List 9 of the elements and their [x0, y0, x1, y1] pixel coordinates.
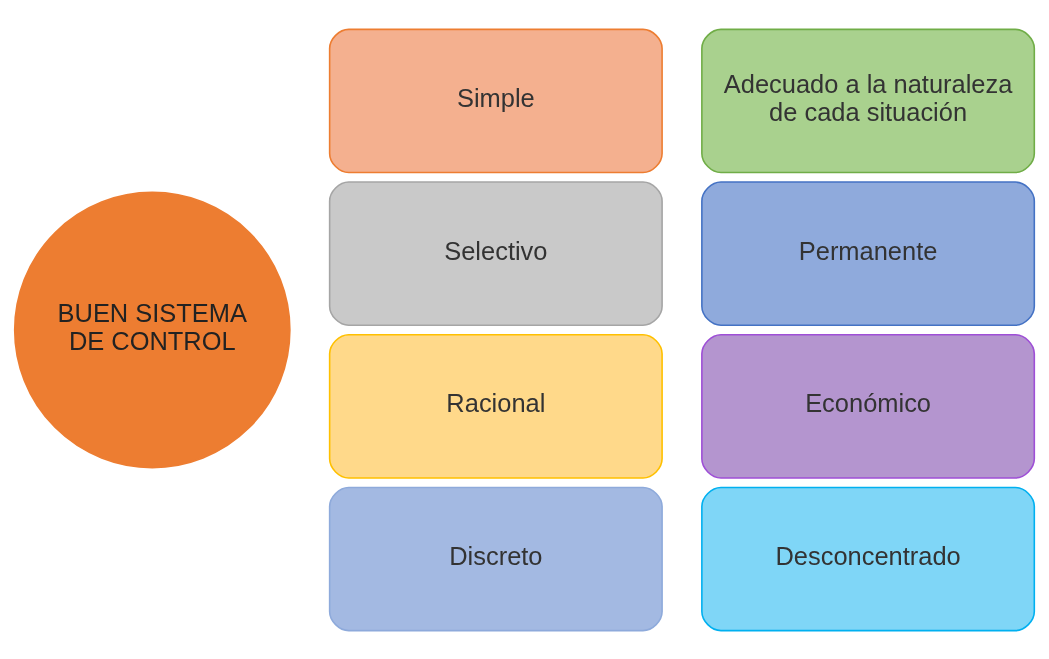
node-box: Desconcentrado	[701, 486, 1036, 631]
node-box: Permanente	[701, 180, 1036, 326]
node-box: Racional	[328, 333, 663, 479]
node-box: Adecuado a la naturaleza de cada situación	[701, 28, 1036, 173]
node-box: Simple	[328, 28, 663, 173]
node-box: Selectivo	[328, 180, 663, 326]
node-box: Económico	[701, 333, 1036, 479]
node-circle: BUEN SISTEMA DE CONTROL	[13, 191, 291, 468]
node-box: Discreto	[328, 486, 663, 631]
